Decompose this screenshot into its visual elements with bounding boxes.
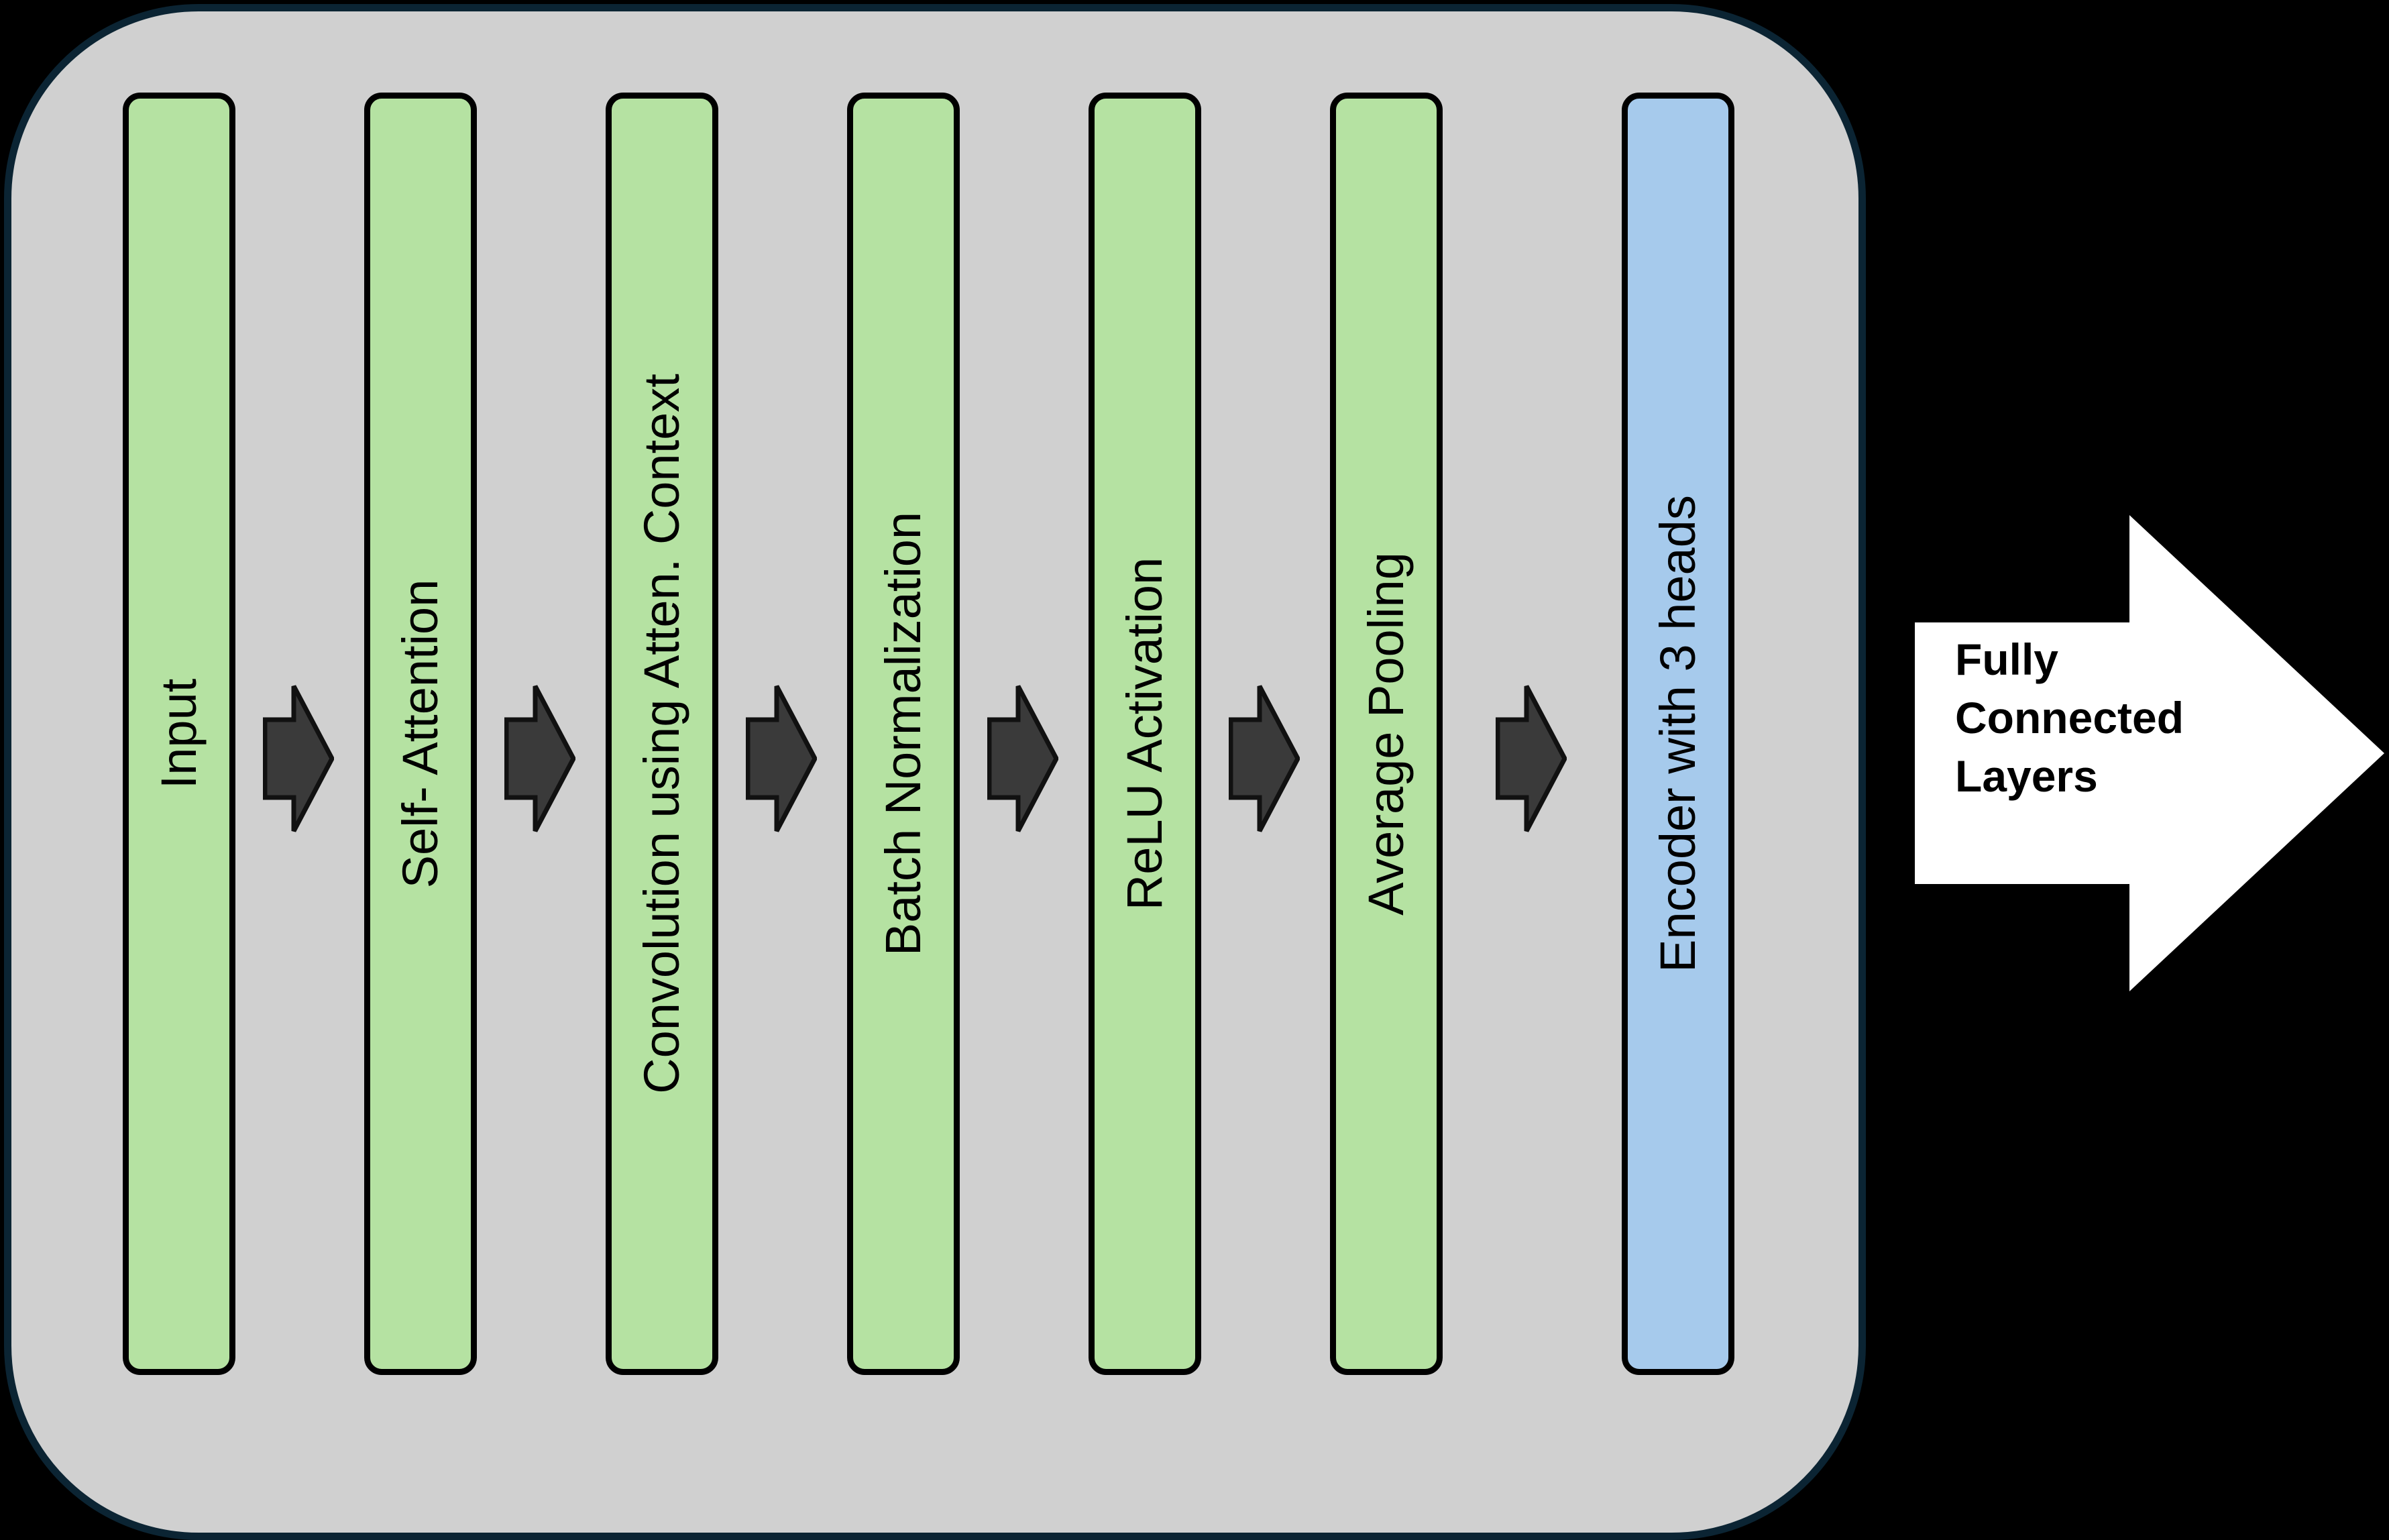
connector-arrow-2 [504, 684, 575, 833]
stage-label-average-pooling: Average Pooling [1358, 552, 1414, 916]
connector-arrow-1 [263, 684, 334, 833]
stage-label-convolution: Convolution using Atten. Context [634, 374, 689, 1094]
stage-label-wrap: Self- Attention [370, 99, 471, 1369]
stage-label-self-attention: Self- Attention [392, 579, 448, 889]
connector-arrow-3 [746, 684, 817, 833]
stage-label-input: Input [151, 678, 207, 789]
stage-bar-average-pooling[interactable]: Average Pooling [1330, 93, 1443, 1375]
fully-connected-layers-arrow[interactable] [1915, 515, 2384, 991]
stage-bar-input[interactable]: Input [123, 93, 235, 1375]
stage-label-relu-activation: ReLU Activation [1117, 557, 1172, 911]
stage-bar-convolution[interactable]: Convolution using Atten. Context [606, 93, 718, 1375]
stage-label-encoder: Encoder with 3 heads [1650, 495, 1706, 973]
connector-arrow-6 [1496, 684, 1567, 833]
stage-bar-encoder[interactable]: Encoder with 3 heads [1622, 93, 1734, 1375]
stage-label-wrap: Encoder with 3 heads [1628, 99, 1728, 1369]
stage-label-batch-normalization: Batch Normalization [875, 511, 931, 956]
connector-arrow-4 [987, 684, 1058, 833]
connector-arrow-5 [1229, 684, 1300, 833]
stage-label-wrap: Convolution using Atten. Context [612, 99, 712, 1369]
stage-bar-self-attention[interactable]: Self- Attention [364, 93, 477, 1375]
stage-bar-relu-activation[interactable]: ReLU Activation [1089, 93, 1201, 1375]
stage-label-wrap: Average Pooling [1336, 99, 1437, 1369]
stage-label-wrap: ReLU Activation [1095, 99, 1195, 1369]
stage-label-wrap: Input [129, 99, 229, 1369]
stage-label-wrap: Batch Normalization [853, 99, 954, 1369]
diagram-canvas: Input Self- Attention Convolution using … [4, 4, 2384, 1540]
stage-bar-batch-normalization[interactable]: Batch Normalization [847, 93, 960, 1375]
